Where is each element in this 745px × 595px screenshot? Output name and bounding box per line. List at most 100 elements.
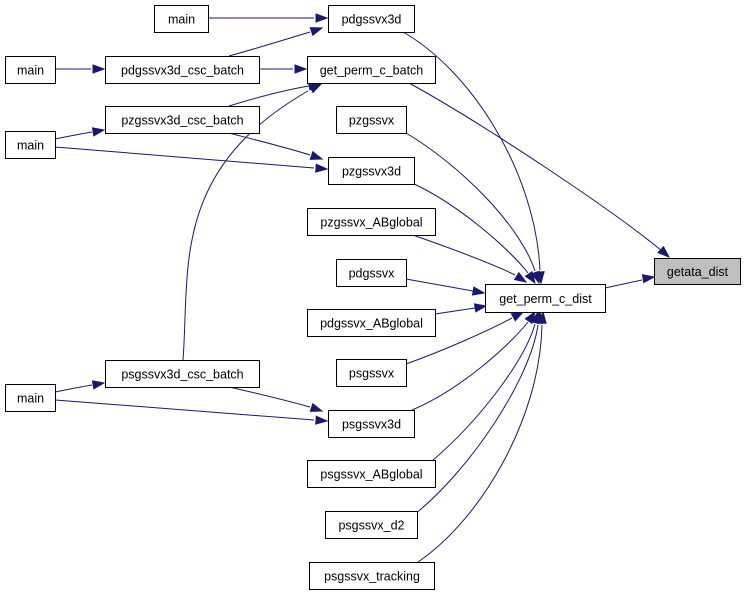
node-label: pdgssvx [349, 267, 396, 281]
node-box [336, 106, 407, 134]
node-box [5, 56, 56, 84]
edge-line [409, 233, 516, 276]
edge-line [408, 82, 663, 252]
node-pzgssvx-ABglobal[interactable]: pzgssvx_ABglobal [307, 208, 436, 236]
node-box [307, 208, 436, 236]
edge-pzgssvx3d-csc-batch-to-get-perm-c-batch [228, 81, 322, 107]
edge-line [54, 131, 93, 140]
node-label: psgssvx_ABglobal [320, 468, 422, 482]
node-box [5, 384, 56, 412]
arrowhead-icon [473, 303, 488, 313]
arrowhead-icon [308, 83, 323, 94]
node-label: main [17, 64, 44, 78]
arrowhead-icon [657, 245, 671, 258]
node-pdgssvx[interactable]: pdgssvx [336, 259, 407, 287]
arrowhead-icon [537, 310, 547, 324]
node-box [654, 258, 741, 285]
node-label: main [17, 139, 44, 153]
edge-main3-to-pzgssvx3d [54, 146, 329, 173]
nodes-layer: getata_dist get_perm_c_dist get_perm_c_bat… [5, 5, 741, 590]
edge-line [405, 317, 513, 365]
edge-pzgssvx3d-to-get-perm-c-dist [411, 182, 536, 285]
node-psgssvx3d[interactable]: psgssvx3d [328, 410, 415, 438]
node-psgssvx-d2[interactable]: psgssvx_d2 [325, 511, 418, 539]
node-pzgssvx[interactable]: pzgssvx [336, 106, 407, 134]
node-box [307, 56, 436, 84]
edges-layer [54, 13, 671, 563]
arrowhead-icon [471, 286, 486, 296]
node-label: psgssvx3d [342, 418, 401, 432]
edge-line [228, 132, 311, 156]
node-pzgssvx3d[interactable]: pzgssvx3d [328, 157, 415, 185]
edge-main3-to-pzgssvx3d-csc-batch [54, 127, 106, 140]
edge-psgssvx-to-get-perm-c-dist [405, 311, 525, 365]
edge-main1-to-pdgssvx3d [208, 13, 329, 23]
node-psgssvx-tracking[interactable]: psgssvx_tracking [309, 562, 435, 590]
node-main4[interactable]: main [5, 384, 56, 412]
node-get-perm-c-batch[interactable]: get_perm_c_batch [307, 56, 436, 84]
arrowhead-icon [513, 271, 528, 283]
edge-line [431, 323, 536, 462]
node-psgssvx3d-csc-batch[interactable]: psgssvx3d_csc_batch [105, 360, 260, 388]
edge-line [405, 278, 474, 292]
node-label: pdgssvx3d_csc_batch [121, 64, 244, 78]
node-psgssvx[interactable]: psgssvx [336, 359, 407, 387]
node-pdgssvx-ABglobal[interactable]: pdgssvx_ABglobal [307, 309, 436, 337]
edge-psgssvx-tracking-to-get-perm-c-dist [417, 310, 547, 563]
node-box [105, 106, 260, 134]
node-box [325, 511, 418, 539]
node-label: psgssvx_tracking [324, 570, 420, 584]
edge-pdgssvx-to-get-perm-c-dist [405, 278, 486, 296]
edge-main4-to-psgssvx3d-csc-batch [54, 380, 106, 393]
node-getata-dist: getata_dist [654, 258, 741, 285]
edge-line [411, 182, 529, 274]
edge-get-perm-c-dist-to-getata-dist [604, 274, 656, 289]
node-get-perm-c-dist[interactable]: get_perm_c_dist [485, 284, 606, 313]
edge-line [402, 31, 541, 271]
node-box [307, 309, 436, 337]
arrowhead-icon [91, 380, 106, 390]
node-psgssvx-ABglobal[interactable]: psgssvx_ABglobal [307, 460, 436, 488]
node-label: get_perm_c_dist [499, 292, 592, 306]
node-pdgssvx3d[interactable]: pdgssvx3d [328, 5, 415, 33]
node-label: pzgssvx3d_csc_batch [121, 114, 243, 128]
node-box [105, 56, 260, 84]
node-label: pdgssvx_ABglobal [320, 317, 423, 331]
node-main2[interactable]: main [5, 56, 56, 84]
edge-line [411, 321, 529, 411]
node-box [336, 259, 407, 287]
arrowhead-icon [91, 127, 106, 137]
arrowhead-icon [294, 64, 308, 74]
arrowhead-icon [510, 311, 525, 322]
edge-psgssvx-ABglobal-to-get-perm-c-dist [431, 310, 540, 462]
node-pdgssvx3d-csc-batch[interactable]: pdgssvx3d_csc_batch [105, 56, 260, 84]
node-box [485, 284, 606, 313]
arrowhead-icon [530, 270, 540, 285]
node-box [336, 359, 407, 387]
edge-line [228, 85, 310, 107]
arrowhead-icon [309, 402, 324, 412]
node-main3[interactable]: main [5, 131, 56, 159]
node-box [154, 5, 209, 33]
arrowhead-icon [315, 13, 329, 23]
edge-line [228, 31, 311, 57]
edge-psgssvx3d-csc-batch-to-get-perm-c-batch [182, 83, 323, 361]
edge-pdgssvx3d-csc-batch-to-get-perm-c-batch [259, 64, 308, 74]
node-box [328, 157, 415, 185]
arrowhead-icon [315, 415, 329, 425]
node-box [307, 460, 436, 488]
node-label: main [168, 13, 195, 27]
edge-get-perm-c-batch-to-getata-dist [408, 82, 671, 258]
arrowhead-icon [315, 163, 329, 173]
edge-line [228, 386, 311, 408]
node-label: pzgssvx [349, 114, 395, 128]
edge-line [54, 146, 315, 169]
arrowhead-icon [92, 64, 106, 74]
node-pzgssvx3d-csc-batch[interactable]: pzgssvx3d_csc_batch [105, 106, 260, 134]
edge-pzgssvx-ABglobal-to-get-perm-c-dist [409, 233, 528, 283]
edge-line [414, 324, 539, 515]
node-main1[interactable]: main [154, 5, 209, 33]
node-label: pzgssvx3d [342, 165, 401, 179]
arrowhead-icon [641, 274, 656, 284]
